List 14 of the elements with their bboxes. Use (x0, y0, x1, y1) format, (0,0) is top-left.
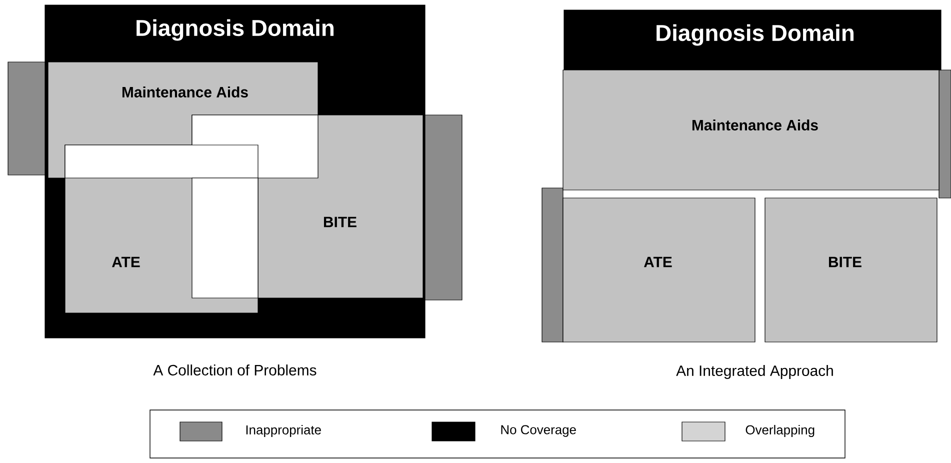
area-box: BITE (764, 198, 938, 342)
inappropriate-band (542, 188, 564, 342)
legend-label: Overlapping (746, 424, 814, 438)
inappropriate-band (938, 70, 951, 198)
overlap-region (192, 178, 258, 298)
overlap-region (64, 144, 258, 178)
legend-label: No Coverage (501, 425, 576, 437)
area-box: Maintenance Aids (562, 70, 940, 190)
inappropriate-band (422, 114, 462, 300)
caption: A Collection of Problems (153, 364, 316, 376)
area-box: ATE (562, 198, 756, 342)
legend-label: Inappropriate (246, 424, 321, 438)
caption: An Integrated Approach (676, 365, 833, 379)
domain-header: Diagnosis Domain (564, 10, 942, 70)
